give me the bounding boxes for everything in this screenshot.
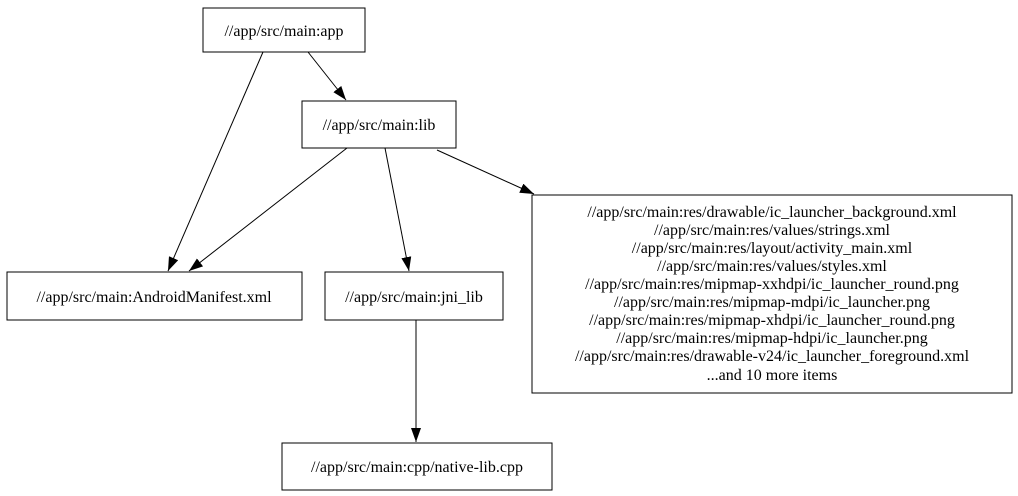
node-native-lib-cpp-label: //app/src/main:cpp/native-lib.cpp xyxy=(311,459,523,476)
node-resources-line: //app/src/main:res/values/styles.xml xyxy=(657,258,887,275)
node-resources-line: //app/src/main:res/drawable/ic_launcher_… xyxy=(587,204,957,221)
edge-lib-to-jni-lib xyxy=(384,147,412,272)
node-jni-lib-label: //app/src/main:jni_lib xyxy=(345,289,483,306)
node-androidmanifest-label: //app/src/main:AndroidManifest.xml xyxy=(36,289,272,306)
node-jni-lib: //app/src/main:jni_lib xyxy=(324,271,504,321)
edge-app-to-lib xyxy=(307,51,347,101)
edge-lib-to-androidmanifest xyxy=(188,147,348,272)
node-resources-line: //app/src/main:res/values/strings.xml xyxy=(654,222,891,239)
node-resources-line: ...and 10 more items xyxy=(707,367,838,384)
node-lib: //app/src/main:lib xyxy=(301,100,457,149)
node-androidmanifest: //app/src/main:AndroidManifest.xml xyxy=(6,271,303,321)
node-app-box xyxy=(202,7,366,53)
node-resources-box xyxy=(531,194,1013,394)
node-jni-lib-box xyxy=(324,271,504,321)
node-app: //app/src/main:app xyxy=(202,7,366,53)
node-resources-line: //app/src/main:res/mipmap-xxhdpi/ic_laun… xyxy=(585,276,959,293)
node-resources-line: //app/src/main:res/layout/activity_main.… xyxy=(632,240,913,257)
node-lib-box xyxy=(301,100,457,149)
node-native-lib-cpp: //app/src/main:cpp/native-lib.cpp xyxy=(281,442,553,491)
node-resources-line: //app/src/main:res/mipmap-xhdpi/ic_launc… xyxy=(589,312,955,329)
node-resources-line: //app/src/main:res/mipmap-mdpi/ic_launch… xyxy=(614,294,930,311)
node-app-label: //app/src/main:app xyxy=(224,23,343,40)
node-lib-label: //app/src/main:lib xyxy=(323,117,436,134)
edge-app-to-androidmanifest xyxy=(167,51,264,272)
edge-lib-to-resources xyxy=(436,149,535,195)
node-androidmanifest-box xyxy=(6,271,303,321)
node-resources-line: //app/src/main:res/drawable-v24/ic_launc… xyxy=(575,348,970,365)
node-native-lib-cpp-box xyxy=(281,442,553,491)
node-resources-line: //app/src/main:res/mipmap-hdpi/ic_launch… xyxy=(616,330,927,347)
node-resources: //app/src/main:res/drawable/ic_launcher_… xyxy=(531,194,1013,394)
